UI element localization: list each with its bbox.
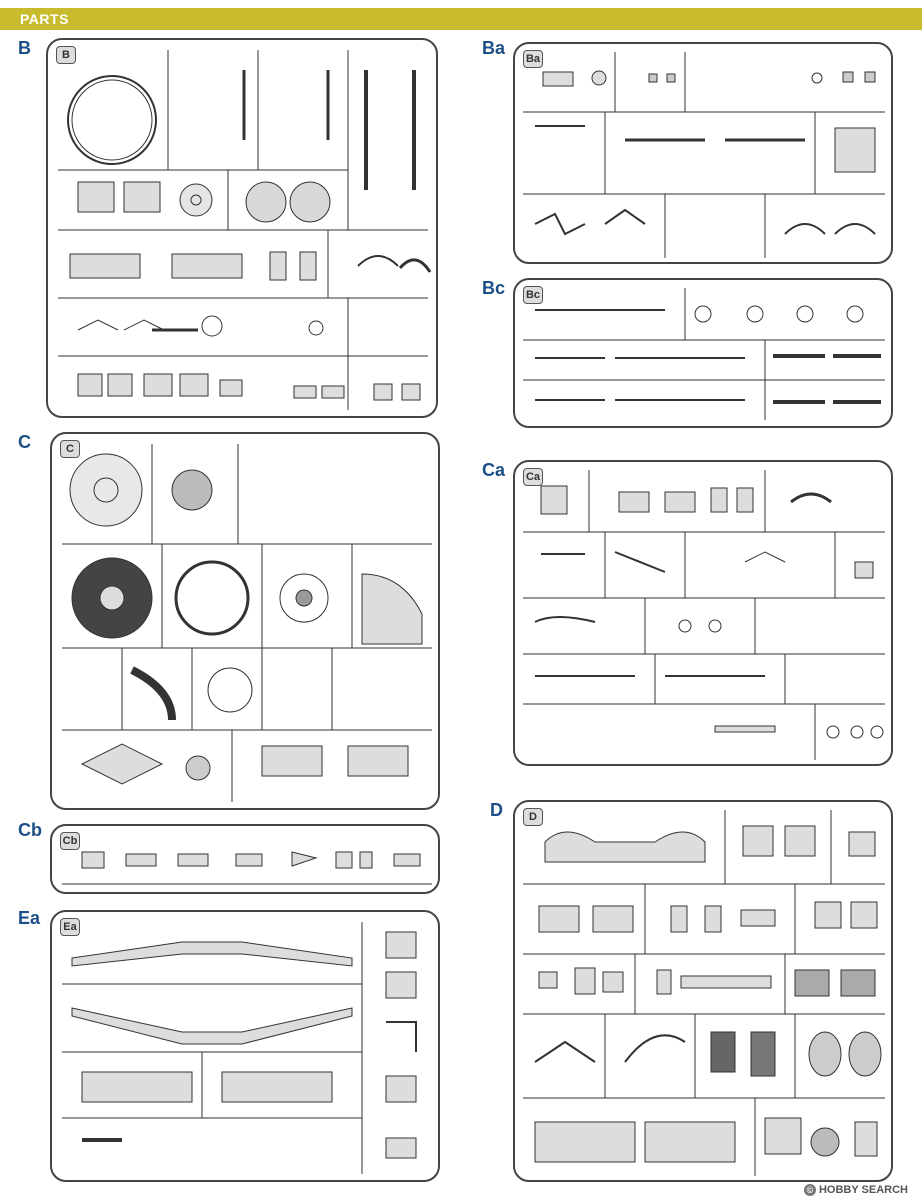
hobby-search-watermark: ©HOBBY SEARCH <box>803 1184 908 1196</box>
sprue-frame-cb: Cb <box>50 824 440 894</box>
sprue-frame-d: D <box>513 800 893 1182</box>
sprue-badge-bc: Bc <box>523 286 543 304</box>
sprue-label-d: D <box>490 800 503 820</box>
hobby-search-logo-icon: © <box>803 1184 816 1196</box>
sprue-ca-parts <box>523 470 885 760</box>
watermark-text: HOBBY SEARCH <box>818 1184 908 1196</box>
sprue-badge-ba: Ba <box>523 50 543 68</box>
sprue-d-parts <box>523 810 885 1176</box>
sprue-badge-ca: Ca <box>523 468 543 486</box>
sprue-ea-parts <box>62 922 417 1174</box>
sprue-badge-ea: Ea <box>60 918 80 936</box>
sprue-label-ba: Ba <box>482 38 506 58</box>
sprue-badge-d: D <box>523 808 543 826</box>
sprue-frame-ba: Ba <box>513 42 893 264</box>
sprue-c-parts <box>62 444 432 802</box>
sprue-frame-c: C <box>50 432 440 810</box>
sprue-badge-c: C <box>60 440 80 458</box>
sprue-label-c: C <box>18 432 31 452</box>
sprue-badge-b: B <box>56 46 76 64</box>
sprue-label-b: B <box>18 38 31 58</box>
sprue-cb-parts <box>62 851 432 885</box>
sprue-bc-parts <box>523 288 885 420</box>
sprue-frame-ca: Ca <box>513 460 893 766</box>
sprue-frame-b: B <box>46 38 438 418</box>
sprue-frame-bc: Bc <box>513 278 893 428</box>
sprue-label-ca: Ca <box>482 460 506 480</box>
sprue-b-parts <box>58 50 432 410</box>
sprue-label-cb: Cb <box>18 820 42 840</box>
parts-header-bar: PARTS <box>0 8 922 30</box>
sprue-label-bc: Bc <box>482 278 506 298</box>
sprue-label-ea: Ea <box>18 908 41 928</box>
parts-title: PARTS <box>20 11 69 27</box>
sprue-badge-cb: Cb <box>60 832 80 850</box>
sprue-ba-parts <box>523 52 885 258</box>
sprue-frame-ea: Ea <box>50 910 440 1182</box>
